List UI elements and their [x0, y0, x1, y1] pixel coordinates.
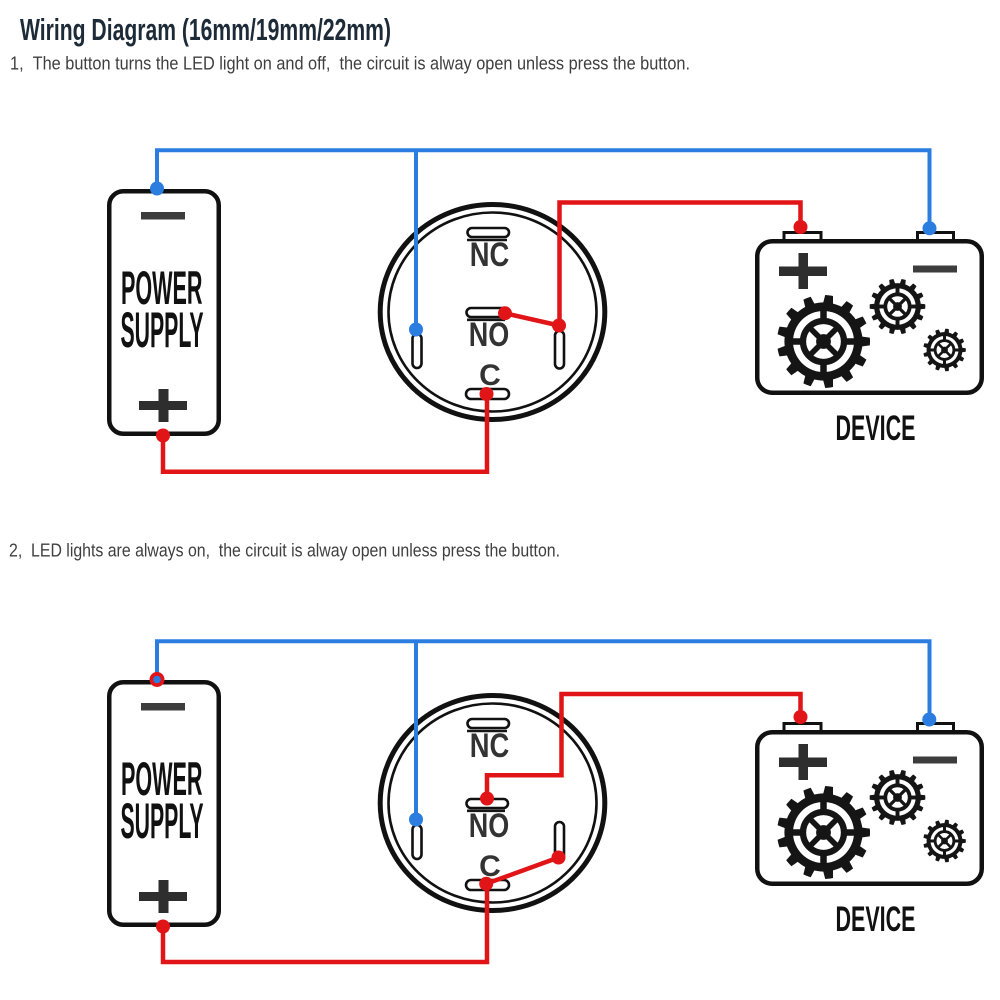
svg-text:NC: NC: [470, 727, 510, 765]
svg-text:C: C: [479, 850, 501, 883]
svg-text:POWER: POWER: [121, 753, 203, 806]
svg-text:POWER: POWER: [121, 262, 203, 315]
svg-text:C: C: [479, 359, 501, 392]
svg-text:NC: NC: [470, 236, 510, 274]
svg-text:1, The button turns the LED l: 1, The button turns the LED light on and…: [10, 54, 690, 74]
svg-text:Wiring Diagram (16mm/19mm/22mm: Wiring Diagram (16mm/19mm/22mm): [20, 12, 391, 47]
svg-text:DEVICE: DEVICE: [836, 899, 916, 939]
svg-text:2, LED lights are always on,: 2, LED lights are always on, the circuit…: [9, 541, 560, 561]
svg-text:NO: NO: [469, 316, 510, 354]
svg-text:DEVICE: DEVICE: [836, 408, 916, 448]
svg-text:SUPPLY: SUPPLY: [121, 793, 204, 849]
svg-text:SUPPLY: SUPPLY: [121, 302, 204, 358]
svg-text:NO: NO: [469, 807, 510, 845]
